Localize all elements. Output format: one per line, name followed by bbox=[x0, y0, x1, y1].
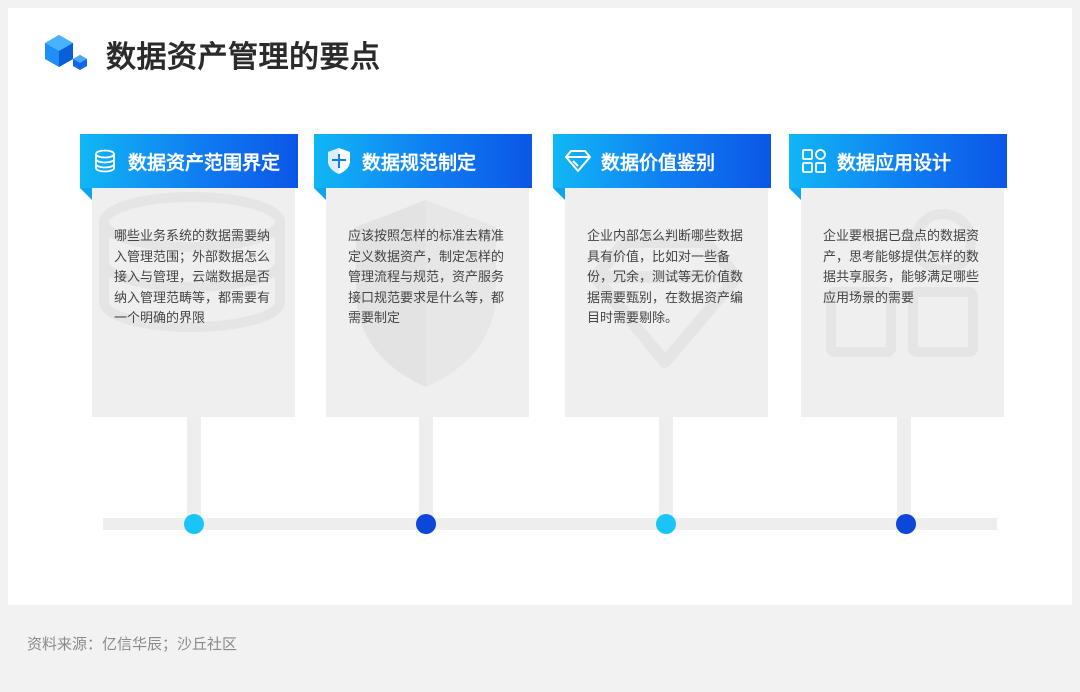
timeline-dot bbox=[184, 514, 204, 534]
card-description: 企业内部怎么判断哪些数据具有价值，比如对一些备份，冗余，测试等无价值数据需要甄别… bbox=[587, 229, 744, 326]
connector-stem bbox=[659, 417, 673, 525]
timeline-dot bbox=[656, 514, 676, 534]
diamond-icon bbox=[561, 144, 595, 178]
connector-stem bbox=[419, 417, 433, 525]
page-header: 数据资产管理的要点 bbox=[44, 34, 381, 75]
card-body: 企业内部怎么判断哪些数据具有价值，比如对一些备份，冗余，测试等无价值数据需要甄别… bbox=[565, 182, 768, 417]
connector-stem bbox=[897, 417, 911, 525]
cube-icon bbox=[44, 34, 92, 74]
card-body: 企业要根据已盘点的数据资产，思考能够提供怎样的数据共享服务，能够满足哪些应用场景… bbox=[801, 182, 1004, 417]
database-watermark-icon bbox=[99, 192, 285, 333]
timeline-dot bbox=[896, 514, 916, 534]
timeline-dot bbox=[416, 514, 436, 534]
card-data-scope: 哪些业务系统的数据需要纳入管理范围；外部数据怎么接入与管理，云端数据是否纳入管理… bbox=[80, 134, 300, 417]
source-note: 资料来源：亿信华辰；沙丘社区 bbox=[27, 635, 238, 653]
card-title: 数据应用设计 bbox=[837, 151, 952, 174]
header-fold bbox=[80, 188, 92, 200]
card-title: 数据规范制定 bbox=[362, 151, 477, 174]
page-title: 数据资产管理的要点 bbox=[106, 40, 381, 75]
card-body: 哪些业务系统的数据需要纳入管理范围；外部数据怎么接入与管理，云端数据是否纳入管理… bbox=[92, 182, 295, 417]
card-header: 数据价值鉴别 bbox=[553, 134, 771, 188]
card-body: 应该按照怎样的标准去精准定义数据资产，制定怎样的管理流程与规范，资产服务接口规范… bbox=[326, 182, 529, 417]
card-description: 企业要根据已盘点的数据资产，思考能够提供怎样的数据共享服务，能够满足哪些应用场景… bbox=[823, 229, 980, 306]
card-title: 数据价值鉴别 bbox=[601, 151, 716, 174]
card-data-standards: 应该按照怎样的标准去精准定义数据资产，制定怎样的管理流程与规范，资产服务接口规范… bbox=[314, 134, 534, 417]
card-title: 数据资产范围界定 bbox=[128, 151, 281, 174]
card-header: 数据资产范围界定 bbox=[80, 134, 298, 188]
shield-icon bbox=[322, 144, 356, 178]
card-description: 应该按照怎样的标准去精准定义数据资产，制定怎样的管理流程与规范，资产服务接口规范… bbox=[348, 229, 505, 326]
timeline-bar bbox=[103, 518, 997, 530]
card-header: 数据规范制定 bbox=[314, 134, 532, 188]
grid-watermark-icon bbox=[826, 209, 978, 357]
header-fold bbox=[789, 188, 801, 200]
card-data-application: 企业要根据已盘点的数据资产，思考能够提供怎样的数据共享服务，能够满足哪些应用场景… bbox=[789, 134, 1009, 417]
card-data-value: 企业内部怎么判断哪些数据具有价值，比如对一些备份，冗余，测试等无价值数据需要甄别… bbox=[553, 134, 773, 417]
card-header: 数据应用设计 bbox=[789, 134, 1007, 188]
card-description: 哪些业务系统的数据需要纳入管理范围；外部数据怎么接入与管理，云端数据是否纳入管理… bbox=[114, 229, 271, 326]
connector-stem bbox=[187, 417, 201, 525]
diamond-watermark-icon bbox=[589, 236, 743, 368]
database-icon bbox=[88, 144, 122, 178]
grid-icon bbox=[797, 144, 831, 178]
header-fold bbox=[314, 188, 326, 200]
shield-watermark-icon bbox=[356, 200, 496, 387]
header-fold bbox=[553, 188, 565, 200]
